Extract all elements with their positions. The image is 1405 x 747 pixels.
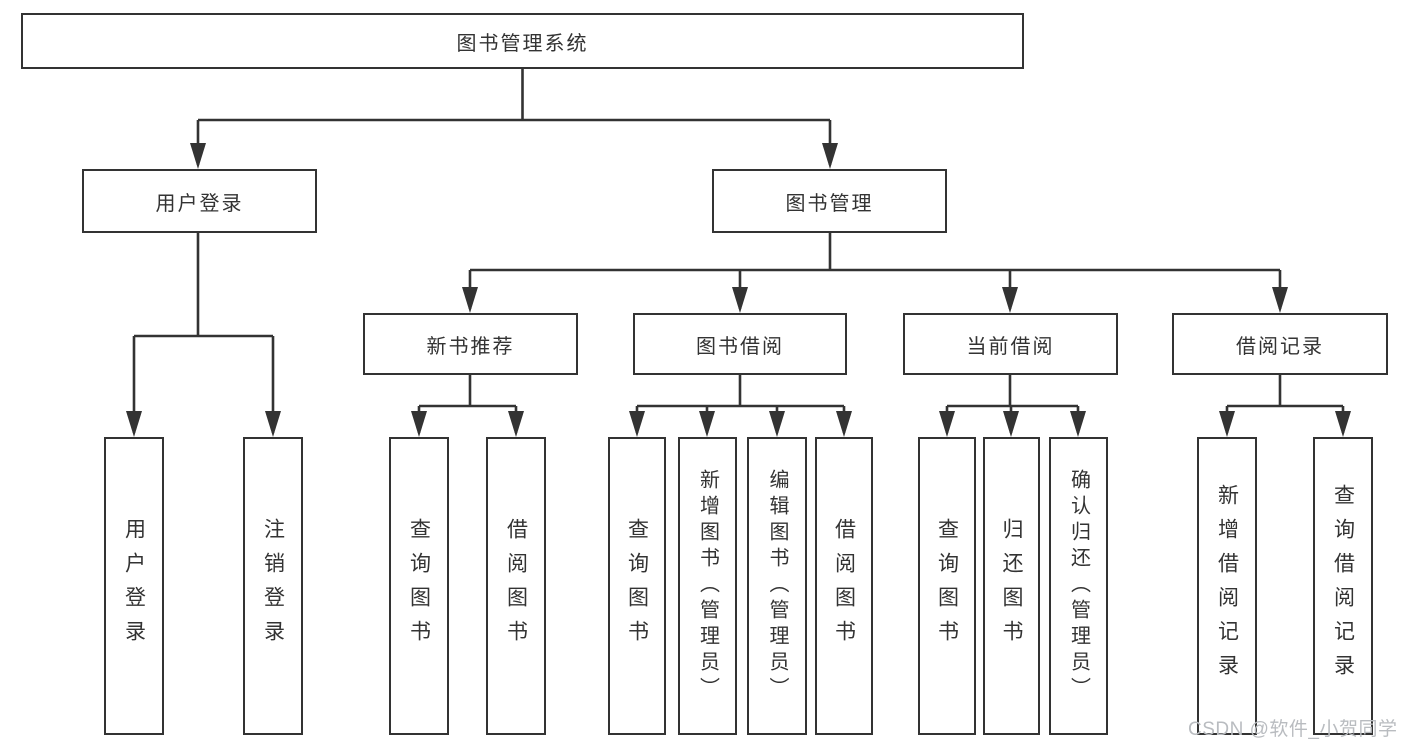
node-user-login: 用户登录 (82, 169, 317, 233)
leaf-return-books: 归还图书 (983, 437, 1040, 735)
connector-root-to-level2 (196, 69, 832, 165)
connector-book-borrowing-children (635, 375, 846, 433)
node-book-management: 图书管理 (712, 169, 947, 233)
node-new-book-recommend-label: 新书推荐 (426, 335, 515, 358)
arrowhead-down-icon (508, 411, 524, 437)
leaf-user-login: 用户登录 (104, 437, 164, 735)
connector-book-management-children (468, 233, 1282, 309)
leaf-borrowing-query-books-label: 查询图书 (625, 518, 649, 654)
leaf-add-books-admin-label: 新增图书（管理员） (696, 469, 719, 703)
arrowhead-down-icon (1070, 411, 1086, 437)
arrowhead-down-icon (1335, 411, 1351, 437)
node-book-borrowing: 图书借阅 (633, 313, 847, 375)
leaf-confirm-return-admin-label: 确认归还（管理员） (1067, 469, 1090, 703)
leaf-recommend-borrow-books: 借阅图书 (486, 437, 546, 735)
leaf-edit-books-admin-label: 编辑图书（管理员） (766, 469, 788, 703)
connector-user-login-children (132, 233, 275, 433)
arrowhead-down-icon (190, 143, 206, 169)
node-current-borrowing-label: 当前借阅 (966, 335, 1055, 358)
arrowhead-down-icon (265, 411, 281, 437)
leaf-add-books-admin: 新增图书（管理员） (678, 437, 737, 735)
leaf-recommend-query-books-label: 查询图书 (407, 518, 431, 654)
leaf-borrowing-query-books: 查询图书 (608, 437, 666, 735)
leaf-query-borrow-record: 查询借阅记录 (1313, 437, 1373, 735)
node-user-login-label: 用户登录 (155, 192, 244, 215)
leaf-user-login-label: 用户登录 (122, 518, 146, 654)
connector-new-book-recommend-children (417, 375, 518, 433)
arrowhead-down-icon (1219, 411, 1235, 437)
node-library-management-system: 图书管理系统 (21, 13, 1024, 69)
node-book-management-label: 图书管理 (785, 192, 874, 215)
node-borrow-records-label: 借阅记录 (1236, 335, 1324, 358)
node-book-borrowing-label: 图书借阅 (696, 335, 784, 358)
node-current-borrowing: 当前借阅 (903, 313, 1118, 375)
connector-borrow-records-children (1225, 375, 1345, 433)
leaf-recommend-borrow-books-label: 借阅图书 (504, 518, 528, 654)
leaf-add-borrow-record-label: 新增借阅记录 (1215, 484, 1239, 688)
arrowhead-down-icon (411, 411, 427, 437)
arrowheads (126, 143, 1351, 437)
arrowhead-down-icon (939, 411, 955, 437)
leaf-borrowing-borrow-books: 借阅图书 (815, 437, 873, 735)
leaf-borrowing-borrow-books-label: 借阅图书 (832, 518, 856, 654)
node-library-management-system-label: 图书管理系统 (456, 32, 589, 55)
leaf-confirm-return-admin: 确认归还（管理员） (1049, 437, 1108, 735)
arrowhead-down-icon (462, 287, 478, 313)
arrowhead-down-icon (1003, 411, 1019, 437)
arrowhead-down-icon (126, 411, 142, 437)
leaf-edit-books-admin: 编辑图书（管理员） (747, 437, 807, 735)
arrowhead-down-icon (1272, 287, 1288, 313)
leaf-logout: 注销登录 (243, 437, 303, 735)
leaf-current-query-books: 查询图书 (918, 437, 976, 735)
node-borrow-records: 借阅记录 (1172, 313, 1388, 375)
leaf-recommend-query-books: 查询图书 (389, 437, 449, 735)
leaf-current-query-books-label: 查询图书 (935, 518, 959, 654)
arrowhead-down-icon (836, 411, 852, 437)
arrowhead-down-icon (769, 411, 785, 437)
csdn-watermark: CSDN @软件_小贺同学 (1188, 719, 1398, 740)
leaf-query-borrow-record-label: 查询借阅记录 (1331, 484, 1355, 688)
leaf-logout-label: 注销登录 (261, 518, 285, 654)
node-new-book-recommend: 新书推荐 (363, 313, 578, 375)
arrowhead-down-icon (732, 287, 748, 313)
leaf-return-books-label: 归还图书 (1000, 518, 1023, 654)
arrowhead-down-icon (699, 411, 715, 437)
arrowhead-down-icon (629, 411, 645, 437)
arrowhead-down-icon (822, 143, 838, 169)
arrowhead-down-icon (1002, 287, 1018, 313)
leaf-add-borrow-record: 新增借阅记录 (1197, 437, 1257, 735)
